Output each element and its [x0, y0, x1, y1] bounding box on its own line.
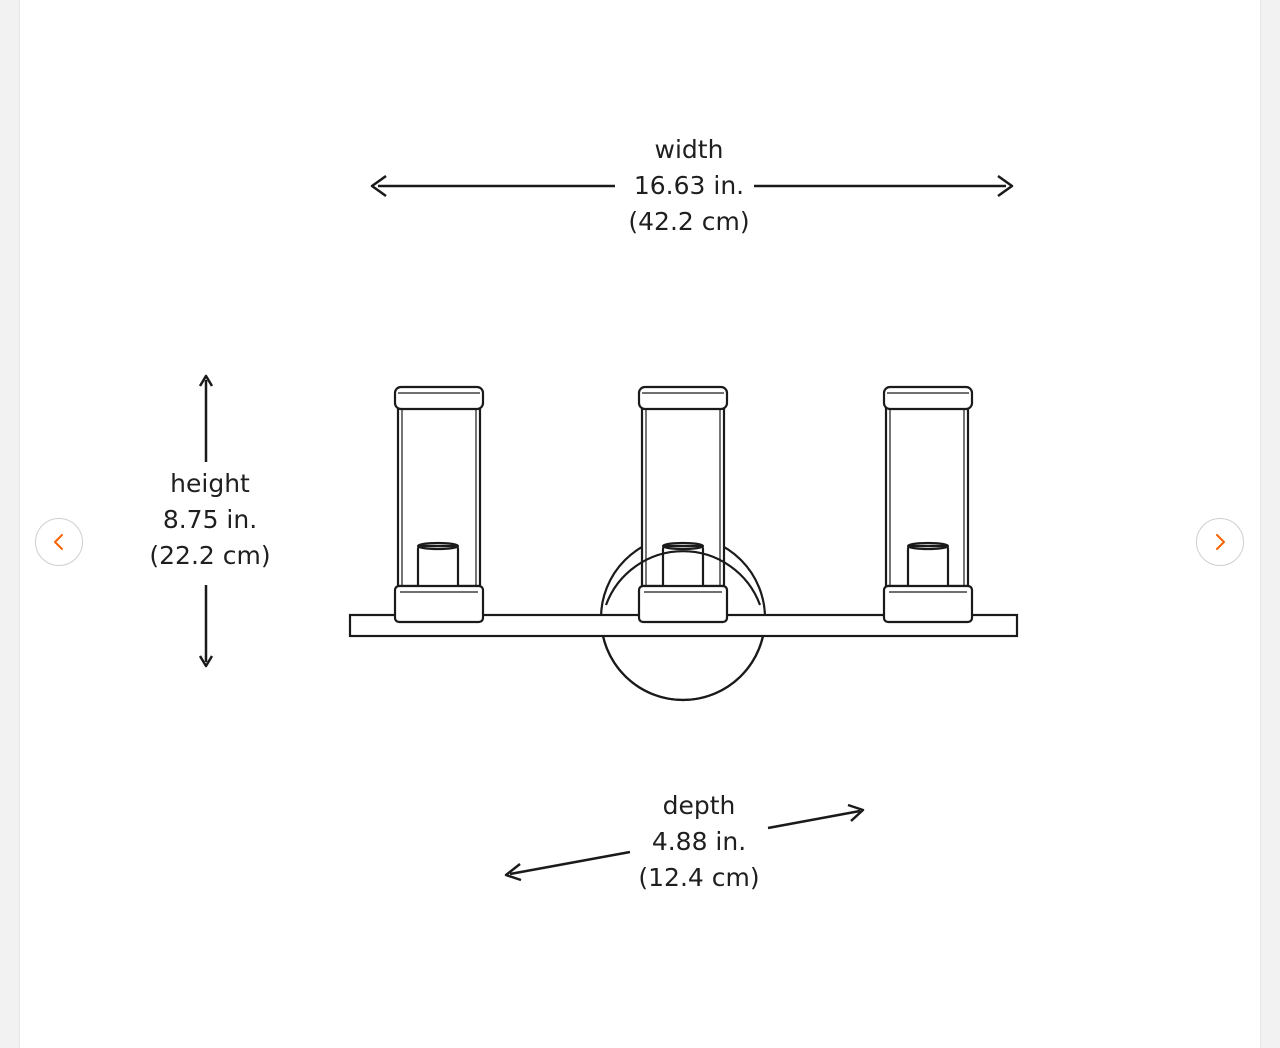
- left-lamp: [393, 385, 485, 624]
- width-dimension-label: width 16.63 in. (42.2 cm): [628, 135, 749, 236]
- depth-arrow: [504, 803, 865, 882]
- width-metric: (42.2 cm): [628, 207, 749, 236]
- width-arrow: [370, 174, 1014, 198]
- center-lamp: [637, 385, 729, 624]
- chevron-right-icon: [1216, 534, 1225, 550]
- height-metric: (22.2 cm): [149, 541, 270, 570]
- chevron-left-icon: [54, 534, 63, 550]
- previous-image-button[interactable]: [35, 518, 83, 566]
- depth-imperial: 4.88 in.: [652, 827, 746, 856]
- width-label: width: [655, 135, 724, 164]
- height-arrow: [198, 374, 214, 668]
- height-label: height: [170, 469, 250, 498]
- depth-dimension-label: depth 4.88 in. (12.4 cm): [638, 791, 759, 892]
- height-dimension-label: height 8.75 in. (22.2 cm): [149, 469, 270, 570]
- product-image-frame: [19, 0, 1261, 1048]
- depth-label: depth: [663, 791, 736, 820]
- height-imperial: 8.75 in.: [163, 505, 257, 534]
- next-image-button[interactable]: [1196, 518, 1244, 566]
- depth-metric: (12.4 cm): [638, 863, 759, 892]
- width-imperial: 16.63 in.: [634, 171, 744, 200]
- right-lamp: [882, 385, 974, 624]
- vanity-light-fixture: [348, 385, 1019, 702]
